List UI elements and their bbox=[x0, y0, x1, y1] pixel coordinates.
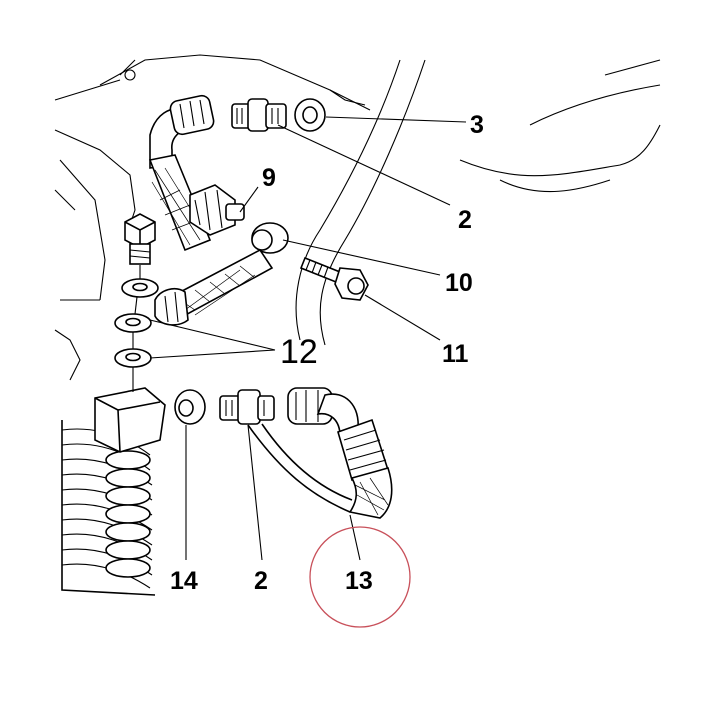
fitting-top bbox=[231, 98, 326, 132]
fitting-bottom bbox=[219, 389, 275, 425]
banjo-bolt-stack bbox=[114, 213, 159, 392]
fitting-9 bbox=[189, 184, 245, 236]
middle-hose bbox=[154, 248, 274, 326]
leader-lines bbox=[149, 116, 467, 561]
callout-14: 14 bbox=[170, 567, 198, 595]
upper-hose bbox=[148, 94, 215, 252]
callout-9: 9 bbox=[262, 164, 276, 192]
lower-hose-13 bbox=[247, 387, 393, 519]
oil-cooler bbox=[61, 387, 166, 596]
washer-14 bbox=[174, 389, 206, 425]
callout-2-top: 2 bbox=[458, 206, 472, 234]
engine-outline bbox=[54, 54, 661, 381]
callout-3: 3 bbox=[470, 111, 484, 139]
bolt-hole-icon bbox=[124, 69, 136, 81]
bolt-11 bbox=[299, 256, 369, 301]
highlight-circle bbox=[309, 526, 411, 628]
callout-12: 12 bbox=[280, 333, 318, 371]
callout-2-bottom: 2 bbox=[254, 567, 268, 595]
callout-10: 10 bbox=[445, 269, 473, 297]
callout-11: 11 bbox=[442, 340, 469, 368]
callout-13: 13 bbox=[345, 567, 373, 595]
sleeve-10 bbox=[251, 222, 289, 254]
